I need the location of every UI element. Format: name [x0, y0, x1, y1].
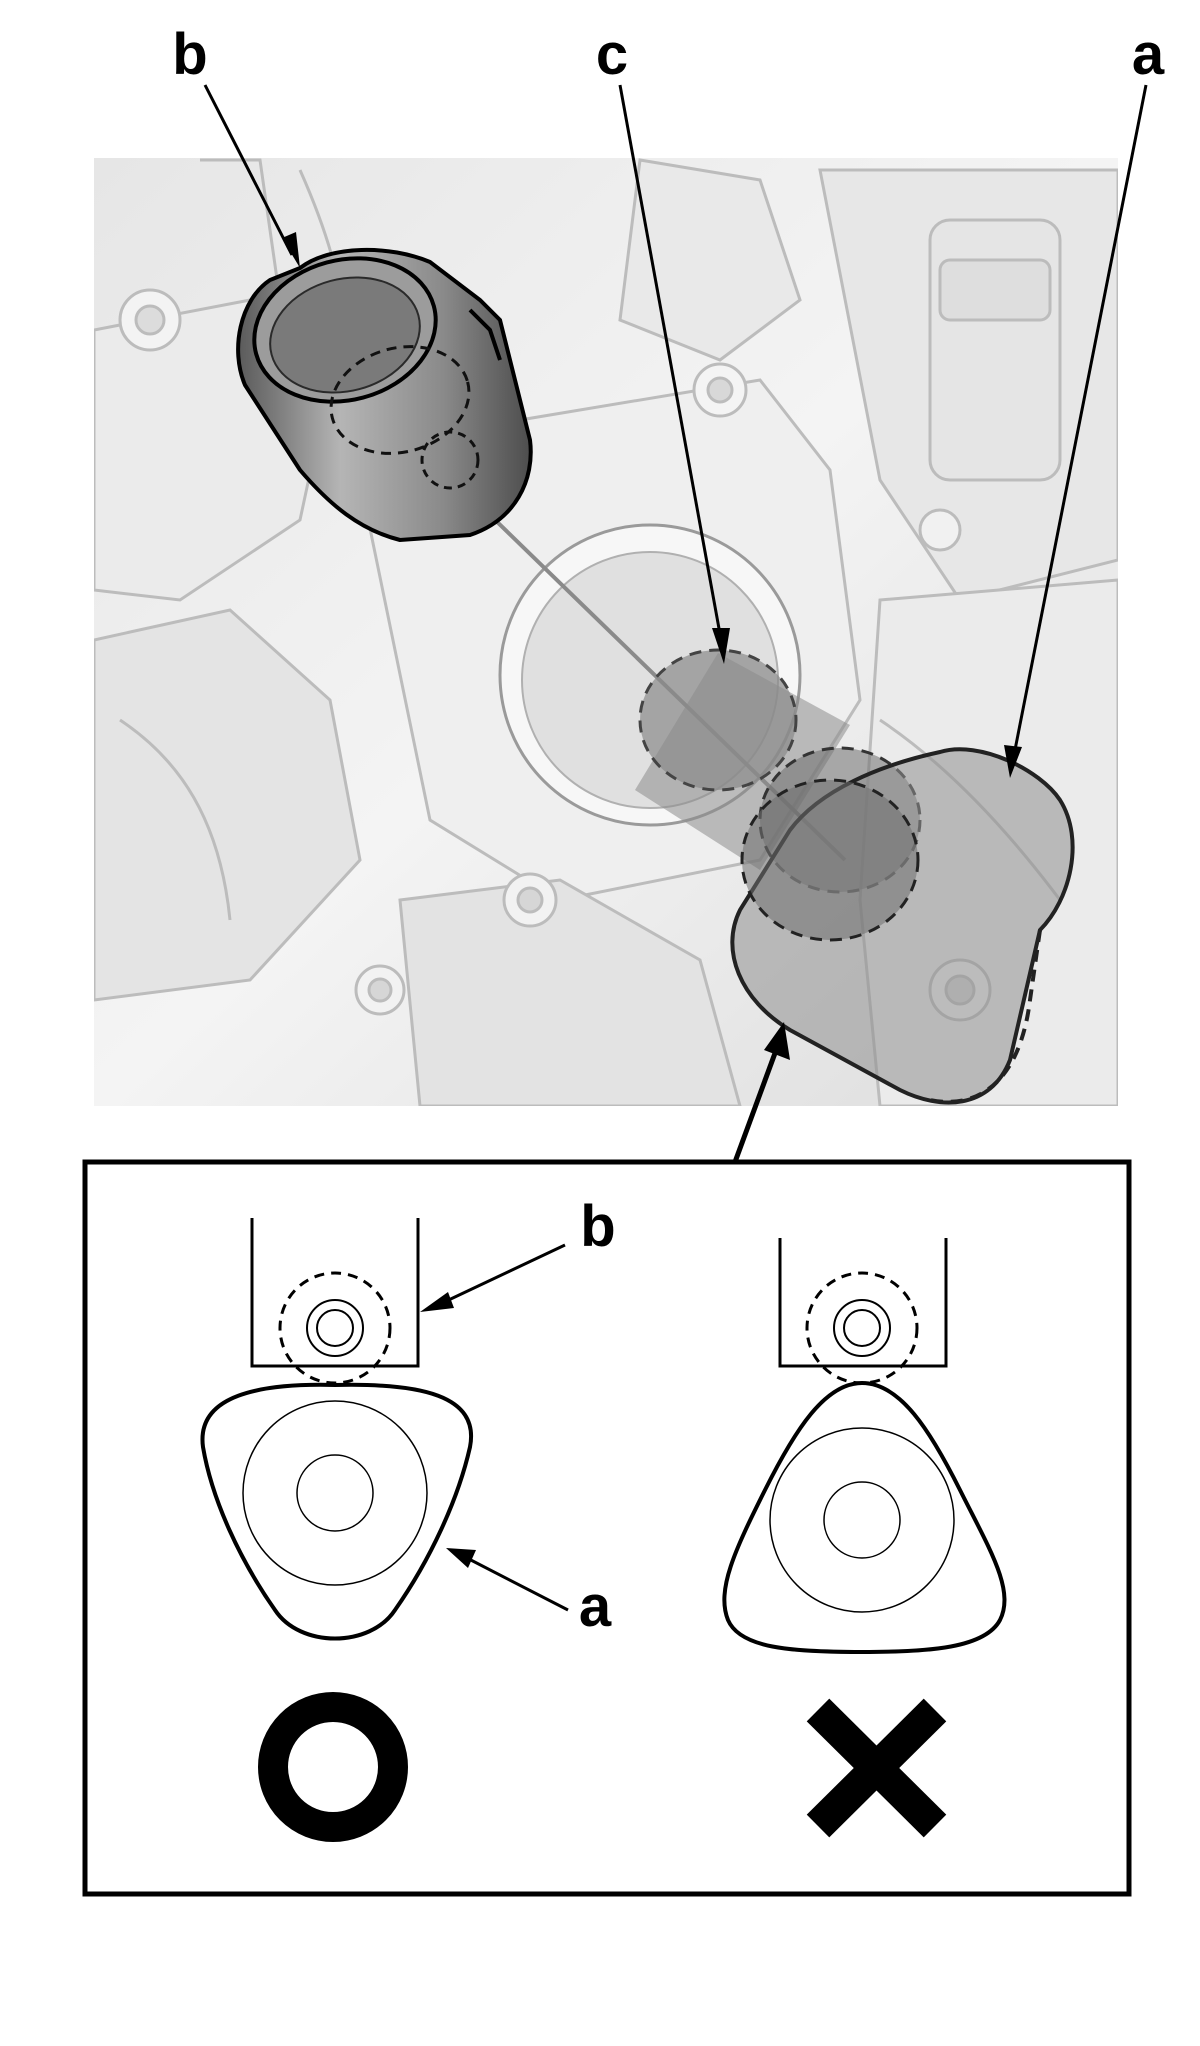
label-b-top: b	[172, 22, 207, 87]
correct-example	[200, 1218, 474, 1641]
label-c-top: c	[596, 22, 628, 87]
part-b	[236, 248, 533, 543]
detail-arrow	[732, 1022, 790, 1163]
part-a	[730, 747, 1075, 1105]
x-mark-icon	[806, 1698, 947, 1838]
label-b-inset: b	[580, 1194, 615, 1259]
engine-illustration: b c a	[94, 22, 1165, 1163]
inset-frame	[82, 1159, 1132, 1897]
leader-lines	[203, 84, 1148, 778]
inset-leader-lines	[420, 1243, 569, 1612]
incorrect-example	[722, 1238, 1007, 1655]
label-a-inset: a	[579, 1574, 612, 1639]
circle-o-icon	[258, 1692, 408, 1842]
label-a-top: a	[1132, 22, 1165, 87]
detail-inset: b a	[82, 1159, 1132, 1897]
